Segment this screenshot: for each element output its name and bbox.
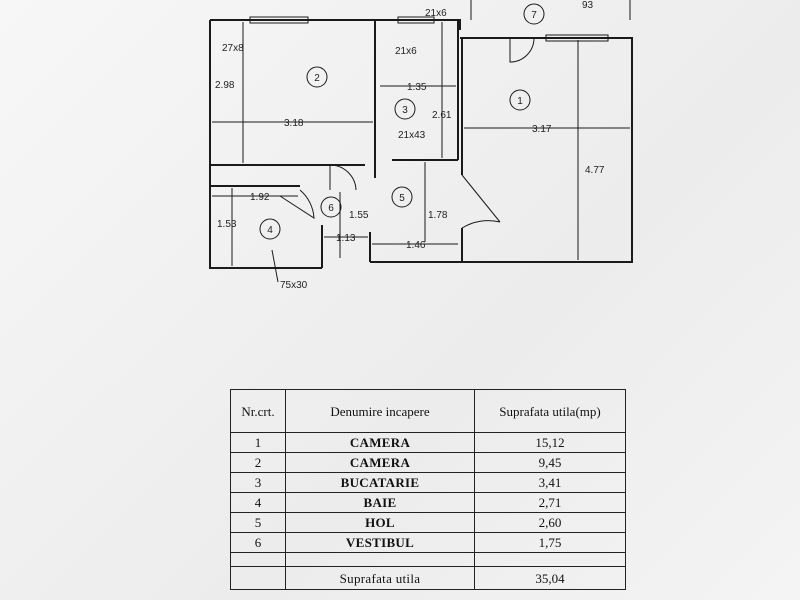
- room-marker-2: [306, 66, 328, 88]
- table-row: 6 VESTIBUL 1,75: [230, 532, 626, 553]
- table-row: 3 BUCATARIE 3,41: [230, 472, 626, 493]
- row-name: BAIE: [285, 492, 475, 513]
- row-area: 9,45: [474, 452, 626, 473]
- dim-r2-window: 27x8: [222, 43, 244, 54]
- room-marker-5: [391, 186, 413, 208]
- row-nr: 2: [230, 452, 286, 473]
- room-marker-3: [394, 98, 416, 120]
- table-row: 2 CAMERA 9,45: [230, 452, 626, 473]
- dim-r5-height: 1.78: [428, 210, 448, 221]
- dim-r6-height: 1.55: [349, 210, 369, 221]
- room-number-4: 4: [267, 225, 273, 236]
- dim-r5-width: 1.46: [406, 240, 426, 251]
- row-name: BUCATARIE: [285, 472, 475, 493]
- row-name: CAMERA: [285, 432, 475, 453]
- row-name: CAMERA: [285, 452, 475, 473]
- room-number-5: 5: [399, 193, 405, 204]
- dim-r4-width: 1.92: [250, 192, 270, 203]
- area-table: Nr.crt. Denumire incapere Suprafata util…: [230, 389, 626, 590]
- room-marker-1: [509, 89, 531, 111]
- room-number-3: 3: [402, 105, 408, 116]
- dim-r3-width: 1.35: [407, 82, 427, 93]
- wall-outer-top-right: [460, 37, 633, 263]
- row-area: 2,60: [474, 512, 626, 533]
- dim-r2-width: 3.18: [284, 118, 304, 129]
- row-nr: 6: [230, 532, 286, 553]
- room-marker-4: [259, 218, 281, 240]
- dim-r3-niche: 21x43: [398, 130, 426, 141]
- table-header-row: Nr.crt. Denumire incapere Suprafata util…: [230, 389, 626, 433]
- dim-top-right: 93: [582, 0, 594, 11]
- dim-r4-vent: 75x30: [280, 280, 308, 291]
- row-nr: 5: [230, 512, 286, 533]
- room-marker-6: [320, 196, 342, 218]
- door-room1-hall: [461, 174, 501, 229]
- wall-outer-top: [210, 19, 461, 30]
- row-area: 1,75: [474, 532, 626, 553]
- total-label: Suprafata utila: [285, 566, 475, 590]
- row-nr: 4: [230, 492, 286, 513]
- door-vestibule: [329, 164, 357, 191]
- row-name: HOL: [285, 512, 475, 533]
- room-number-2: 2: [314, 73, 320, 84]
- room-number-6: 6: [328, 203, 334, 214]
- header-area: Suprafata utila(mp): [474, 389, 626, 433]
- floor-plan: 1 2 3 4 5 6 7 27x8 2.98 3.18 21x6 93 21x…: [209, 0, 633, 291]
- dim-r6-width: 1.13: [336, 233, 356, 244]
- dim-r1-width: 3.17: [532, 124, 552, 135]
- dim-r4-height: 1.53: [217, 219, 237, 230]
- table-row: 5 HOL 2,60: [230, 512, 626, 533]
- table-row: 1 CAMERA 15,12: [230, 432, 626, 453]
- table-row: 4 BAIE 2,71: [230, 492, 626, 513]
- dim-r1-height: 4.77: [585, 165, 605, 176]
- header-nr: Nr.crt.: [230, 389, 286, 433]
- dim-r3-height: 2.61: [432, 110, 452, 121]
- row-nr: 1: [230, 432, 286, 453]
- table-total-row: Suprafata utila 35,04: [230, 566, 626, 590]
- row-area: 2,71: [474, 492, 626, 513]
- room-number-7: 7: [531, 10, 537, 21]
- dim-r2-height: 2.98: [215, 80, 235, 91]
- room-marker-7: [523, 3, 545, 25]
- table-spacer-row: [230, 552, 626, 567]
- row-area: 15,12: [474, 432, 626, 453]
- total-value: 35,04: [474, 566, 626, 590]
- wall-outer-left: [209, 20, 322, 269]
- door-bath: [279, 189, 315, 219]
- row-area: 3,41: [474, 472, 626, 493]
- header-room-name: Denumire incapere: [285, 389, 475, 433]
- row-nr: 3: [230, 472, 286, 493]
- dim-r3-window: 21x6: [395, 46, 417, 57]
- room-number-1: 1: [517, 96, 523, 107]
- row-name: VESTIBUL: [285, 532, 475, 553]
- door-room1-top: [509, 37, 535, 63]
- dim-top-window: 21x6: [425, 8, 447, 19]
